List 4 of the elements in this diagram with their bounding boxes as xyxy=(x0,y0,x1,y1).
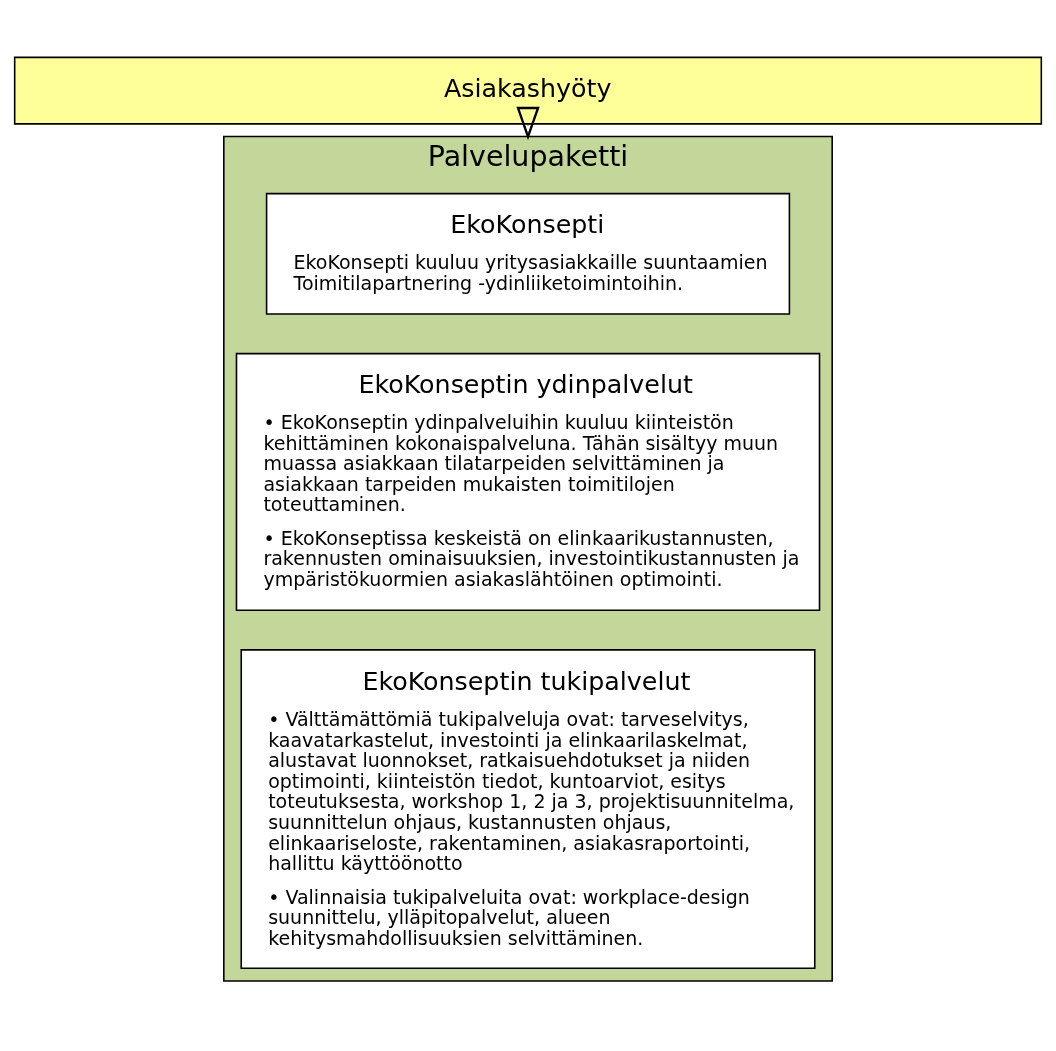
node-box: EkoKonsepti EkoKonsepti kuuluu yritysasiakkaille suuntaamien Toimitilapartnering -ydinliiketoimintoihin. xyxy=(265,192,791,315)
node-box: EkoKonseptin tukipalvelut • Välttämättömiä tukipalveluja ovat: tarveselvitys, kaavatarkastelut, investointi ja elinkaarilaskelmat, alustavat luonnokset, ratkaisuehdotukset ja niiden optimointi, kiinteistön tiedot, kuntoarviot, esitys toteutuksesta, workshop 1, 2 ja 3, projektisuunnitelma, suunnittelun ohjaus, kustannusten ohjaus, elinkaariseloste, rakentaminen, asiakasraportointi, hallittu käyttöönotto • Valinnaisia tukipalveluita ovat: workplace-design suunnittelu, ylläpitopalvelut, alueen kehitysmahdollisuuksien selvittäminen. xyxy=(240,649,816,970)
arrow xyxy=(516,106,540,141)
node-box: EkoKonseptin ydinpalvelut • EkoKonseptin ydinpalveluihin kuuluu kiinteistön kehittäminen kokonaispalveluna. Tähän sisältyy muun muassa asiakkaan tilatarpeiden selvittäminen ja asiakkaan tarpeiden mukaisten toimitilojen toteuttaminen. • EkoKonseptissa keskeistä on elinkaarikustannusten, rakennusten ominaisuuksien, investointikustannusten ja ympäristökuormien asiakaslähtöinen optimointi. xyxy=(235,352,821,612)
